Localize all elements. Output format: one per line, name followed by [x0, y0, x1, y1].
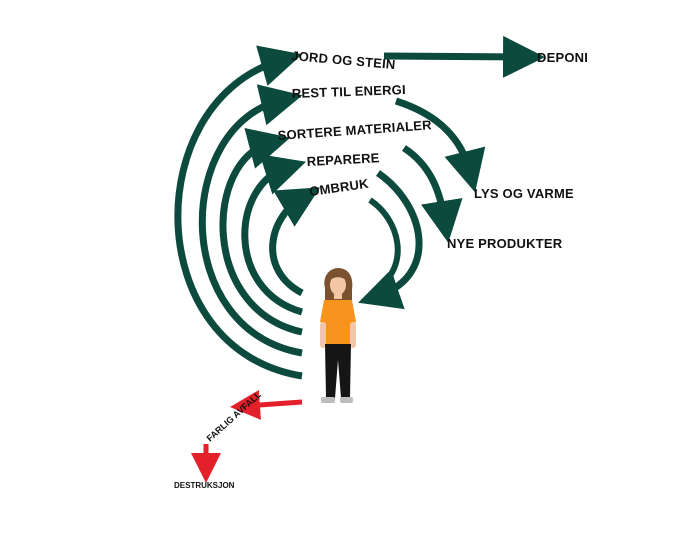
- label-sortere-materialer: SORTERE MATERIALER: [277, 117, 432, 143]
- person-left-arm: [320, 322, 326, 348]
- person-shirt: [320, 300, 356, 345]
- arrow-ombruk-inner: [368, 197, 401, 291]
- arrow-nye-produkter: [402, 145, 463, 243]
- arrow-sortere-materialer: [219, 128, 303, 336]
- arrow-reparere: [241, 154, 307, 316]
- label-destruksjon: DESTRUKSJON: [174, 481, 235, 490]
- arrow-ombruk: [269, 187, 321, 297]
- label-farlig-avfall: FARLIG AVFALL: [205, 389, 264, 443]
- arrow-reparere-return: [358, 170, 423, 310]
- label-ombruk: OMBRUK: [308, 176, 370, 199]
- person-right-arm: [350, 322, 356, 348]
- person-figure: [320, 268, 356, 403]
- arrow-deponi: [383, 35, 545, 78]
- person-left-shoe: [321, 397, 335, 403]
- label-jord-og-stein: JORD OG STEIN: [291, 48, 396, 72]
- arrow-jord-og-stein: [174, 45, 303, 380]
- label-lys-og-varme: LYS OG VARME: [474, 186, 574, 201]
- arrow-lys-og-varme: [394, 97, 486, 193]
- label-nye-produkter: NYE PRODUKTER: [447, 236, 563, 251]
- label-rest-til-energi: REST TIL ENERGI: [292, 82, 406, 101]
- person-pants: [325, 344, 351, 398]
- label-reparere: REPARERE: [306, 150, 380, 169]
- person-face: [330, 275, 346, 295]
- arrow-farlig-avfall: [230, 389, 303, 420]
- label-deponi: DEPONI: [537, 50, 588, 65]
- person-right-shoe: [340, 397, 353, 403]
- arrow-rest-til-energi: [198, 84, 303, 357]
